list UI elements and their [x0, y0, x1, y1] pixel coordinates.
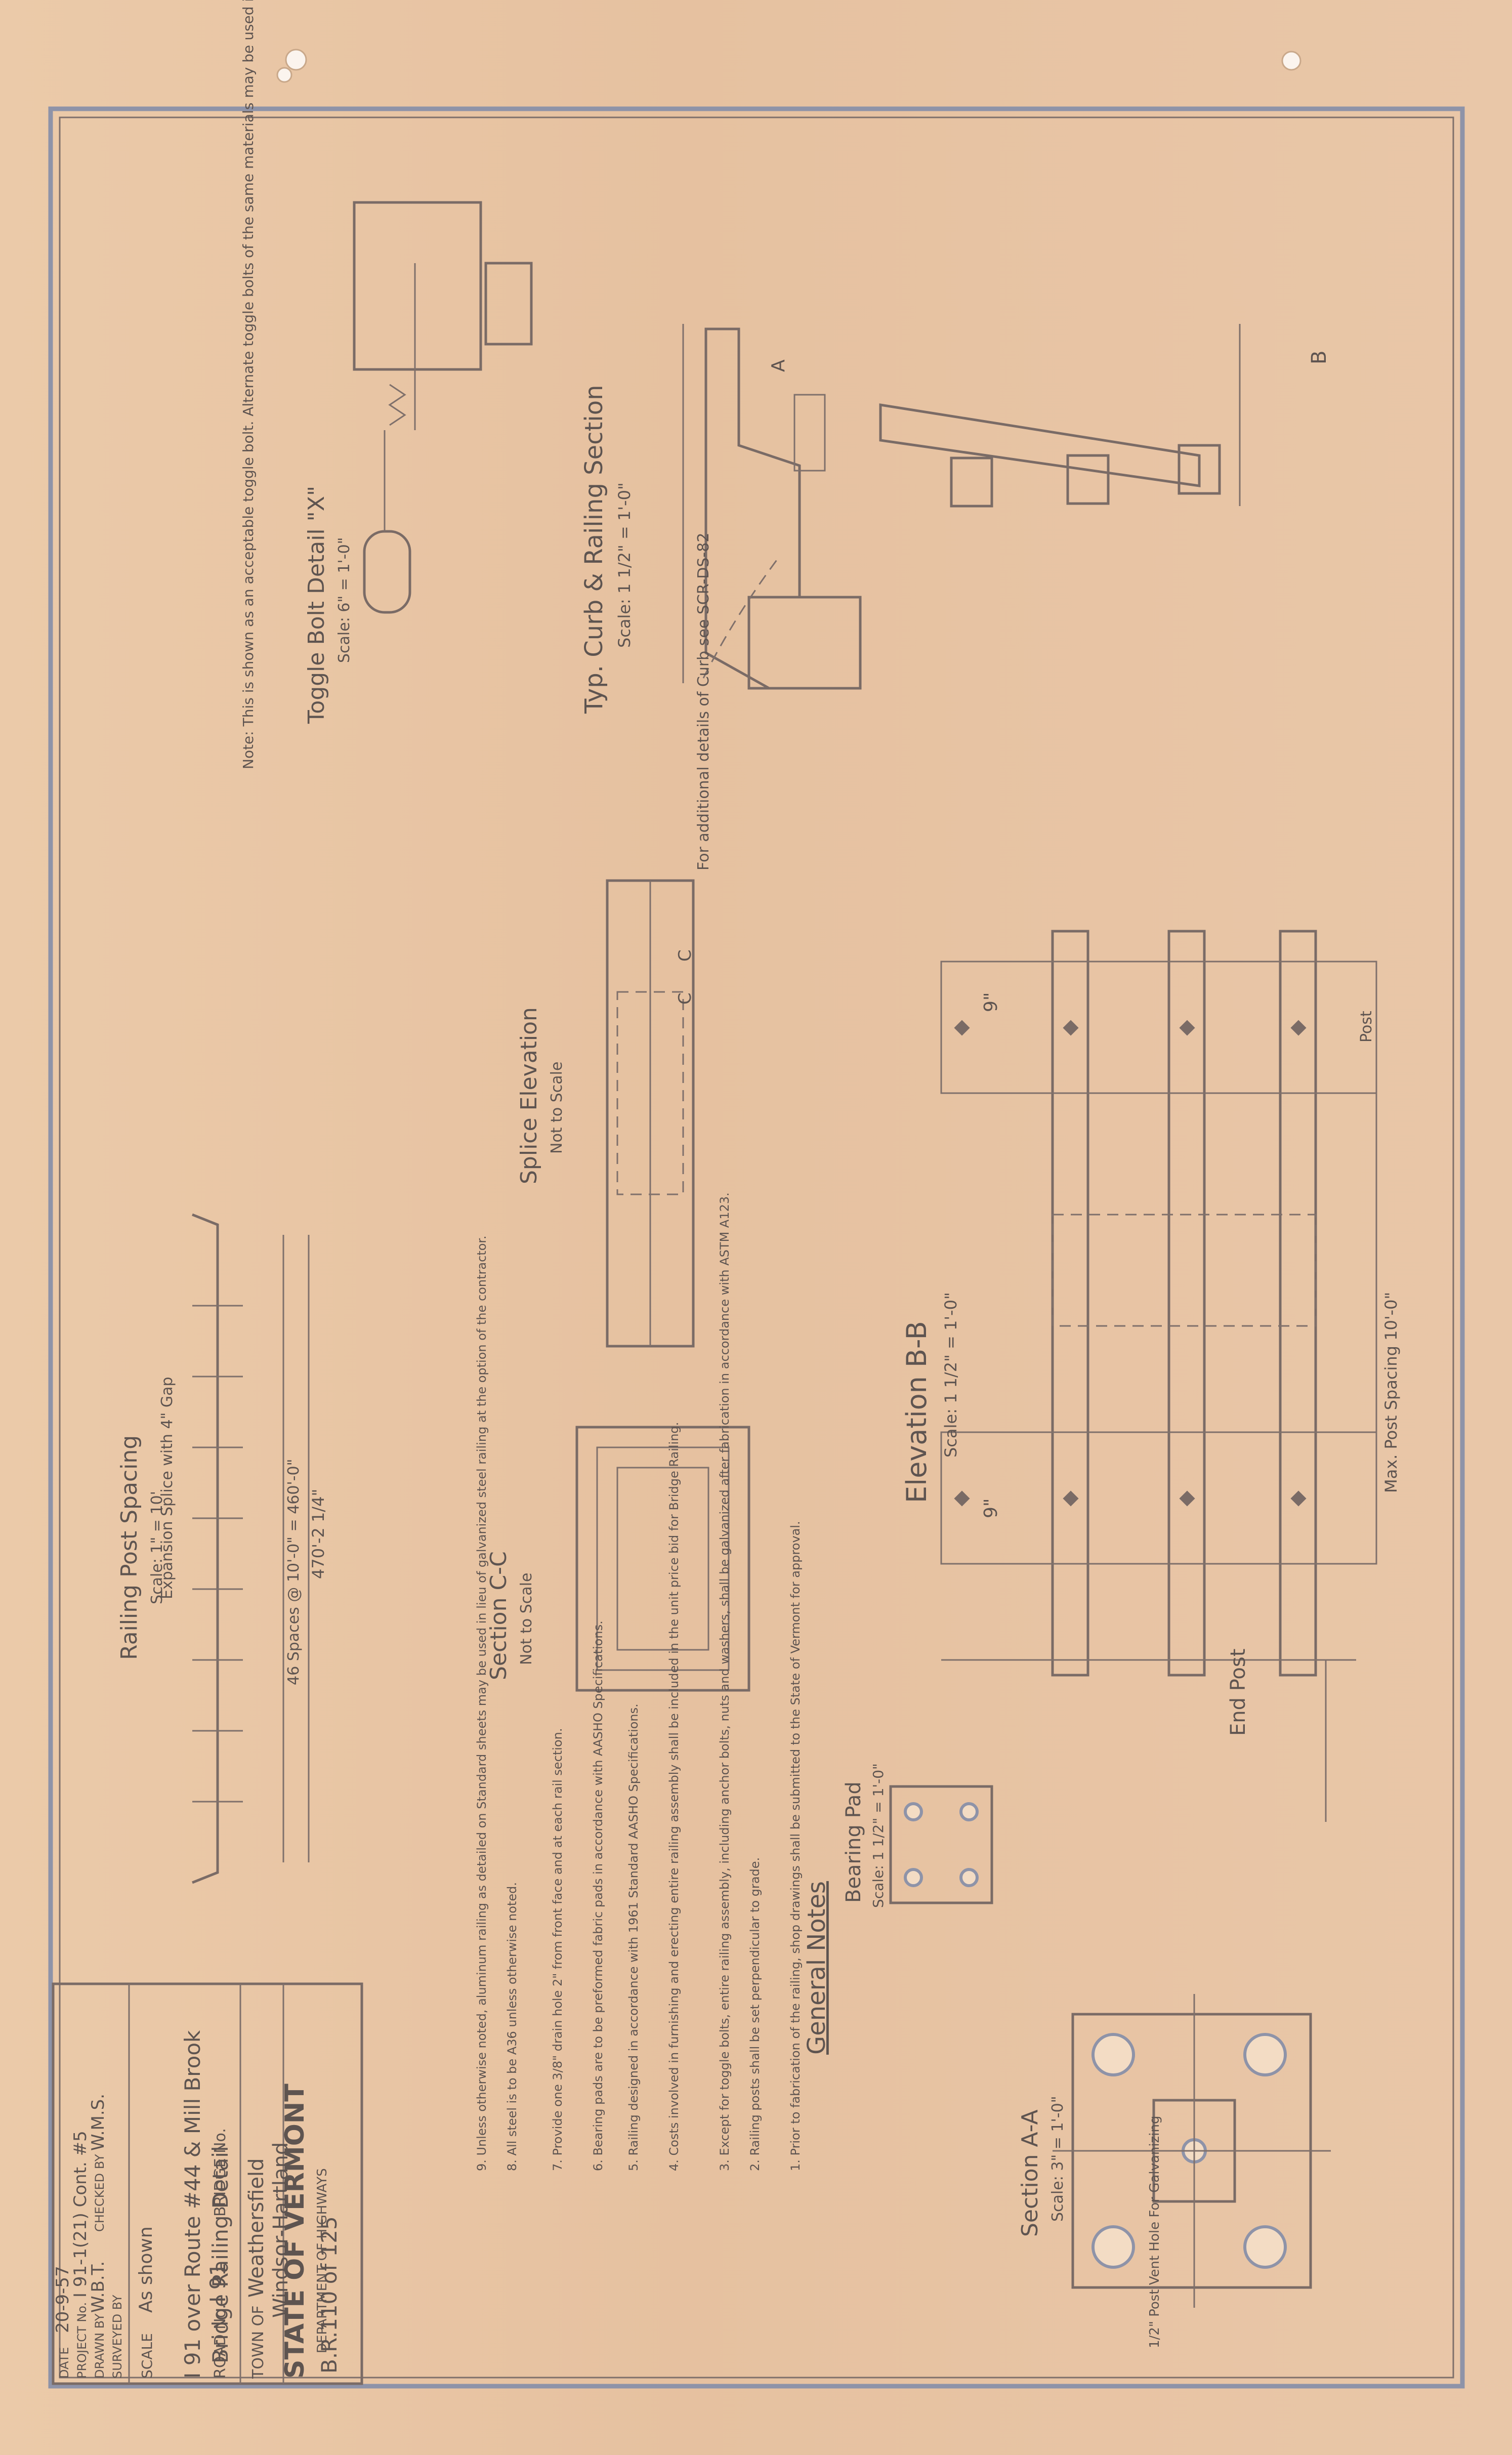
description-line-1: I 91 over Route #44 & Mill Brook — [180, 2030, 205, 2379]
general-note-8: 8. All steel is to be A36 unless otherwi… — [505, 1882, 519, 2171]
sheet-number: B.R.110 of 125 — [317, 2216, 342, 2374]
section-aa-vent-note: 1/2" Post Vent Hole For Galvanizing — [1147, 2116, 1162, 2348]
section-cc-view: Section C-C Not to Scale — [486, 1426, 750, 1692]
department-name: DEPARTMENT OF HIGHWAYS — [315, 2168, 330, 2353]
title-block: B.R.110 of 125 STATE OF VERMONT DEPARTME… — [52, 1982, 363, 2385]
dim-9-start: 9" — [981, 992, 1001, 1012]
date-label: DATE — [57, 2347, 71, 2379]
post-spacing-title: Railing Post Spacing — [116, 1435, 142, 1660]
checked-label: CHECKED BY — [93, 2154, 107, 2232]
general-note-4: 4. Costs involved in furnishing and erec… — [667, 1422, 681, 2171]
date-value: 20-9-57 — [53, 2266, 73, 2333]
splice-elevation-scale: Not to Scale — [548, 1062, 566, 1154]
town-label: TOWN OF — [249, 2306, 267, 2379]
toggle-bolt-title: Toggle Bolt Detail "X" — [304, 486, 329, 724]
curb-section-title: Typ. Curb & Railing Section — [580, 385, 608, 714]
section-cc-title: Section C-C — [486, 1551, 512, 1680]
bearing-pad-scale: Scale: 1 1/2" = 1'-0" — [870, 1763, 887, 1908]
road-value: I 91 — [205, 2263, 230, 2303]
surveyed-label: SURVEYED BY — [110, 2295, 124, 2379]
project-value: I 91-1(21) Cont. #5 — [70, 2131, 91, 2298]
checked-value: W.M.S. — [88, 2094, 108, 2151]
section-aa-title: Section A-A — [1017, 2109, 1043, 2237]
section-cc-scale: Not to Scale — [518, 1573, 535, 1665]
post-label: Post — [1358, 1011, 1375, 1043]
elevation-bb-title: Elevation B-B — [901, 1321, 933, 1503]
general-note-5: 5. Railing designed in accordance with 1… — [626, 1703, 641, 2171]
punch-hole — [1281, 51, 1301, 71]
splice-section-mark-c2: C — [675, 992, 695, 1005]
drawn-label: DRAWN BY — [93, 2313, 107, 2379]
general-notes: General Notes 1. Prior to fabrication of… — [475, 1192, 831, 2171]
post-spacing-spaces: 46 Spaces @ 10'-0" = 460'-0" — [285, 1459, 303, 1685]
general-note-6: 6. Bearing pads are to be preformed fabr… — [591, 1620, 605, 2171]
post-spacing-total: 470'-2 1/4" — [309, 1489, 328, 1579]
splice-elevation-view: Splice Elevation Not to Scale C C — [516, 879, 695, 1348]
town-value: Weathersfield — [245, 2158, 268, 2298]
description-line-2: Bridge Railing Detail — [208, 2146, 233, 2363]
curb-section-note: For additional details of Curb see SCR-D… — [695, 533, 712, 870]
max-post-spacing: Max. Post Spacing 10'-0" — [1381, 1292, 1401, 1493]
post-spacing-view: Railing Post Spacing Scale: 1" = 10' 470… — [116, 1213, 328, 1884]
bearing-pad-title: Bearing Pad — [842, 1781, 865, 1903]
road-label: ROAD No. — [212, 2304, 229, 2379]
project-label: PROJECT No. — [75, 2302, 89, 2379]
general-note-7: 7. Provide one 3/8" drain hole 2" from f… — [551, 1728, 565, 2171]
punch-hole — [276, 67, 292, 83]
punch-hole — [285, 49, 307, 71]
elevation-bb-scale: Scale: 1 1/2" = 1'-0" — [941, 1292, 960, 1458]
sheet-border — [48, 106, 1465, 2389]
end-post-label: End Post — [1227, 1649, 1250, 1736]
general-note-9: 9. Unless otherwise noted, aluminum rail… — [475, 1235, 489, 2171]
bearing-pad-view: Bearing Pad Scale: 1 1/2" = 1'-0" — [842, 1763, 993, 1908]
general-note-2: 2. Railing posts shall be set perpendicu… — [748, 1857, 762, 2171]
section-mark-a: A — [768, 359, 789, 372]
town2-value: Windsor-Hartland — [269, 2142, 292, 2318]
drawn-value: W.B.T. — [88, 2261, 108, 2313]
dim-9-end: 9" — [981, 1499, 1001, 1518]
post-spacing-scale: Scale: 1" = 10' — [148, 1491, 166, 1604]
scale-value: As shown — [136, 2226, 156, 2313]
general-note-1: 1. Prior to fabrication of the railing, … — [788, 1521, 803, 2171]
splice-section-mark-c1: C — [675, 949, 695, 962]
curb-section-scale: Scale: 1 1/2" = 1'-0" — [615, 482, 634, 648]
toggle-bolt-scale: Scale: 6" = 1'-0" — [335, 537, 353, 663]
section-aa-scale: Scale: 3" = 1'-0" — [1049, 2096, 1067, 2222]
section-aa-view: Section A-A Scale: 3" = 1'-0" 1/2" Post … — [1017, 1994, 1331, 2348]
splice-elevation-title: Splice Elevation — [516, 1007, 542, 1184]
section-mark-b: B — [1308, 351, 1331, 364]
sheet-inner-border — [59, 116, 1454, 2379]
toggle-bolt-detail-view: Toggle Bolt Detail "X" Scale: 6" = 1'-0"… — [240, 0, 533, 769]
elevation-bb-view: Elevation B-B Scale: 1 1/2" = 1'-0" Max.… — [901, 930, 1401, 1822]
toggle-bolt-note: Note: This is shown as an acceptable tog… — [240, 0, 257, 769]
general-note-3: 3. Except for toggle bolts, entire raili… — [718, 1192, 732, 2171]
general-notes-title: General Notes — [803, 1881, 831, 2055]
curb-railing-section-view: Typ. Curb & Railing Section Scale: 1 1/2… — [580, 324, 1331, 870]
state-name: STATE OF VERMONT — [280, 2084, 310, 2379]
bridge-label: BRIDGE No. — [212, 2128, 229, 2217]
expansion-splice-note: Expansion Splice with 4" Gap — [158, 1377, 176, 1599]
scale-label: SCALE — [139, 2333, 155, 2379]
